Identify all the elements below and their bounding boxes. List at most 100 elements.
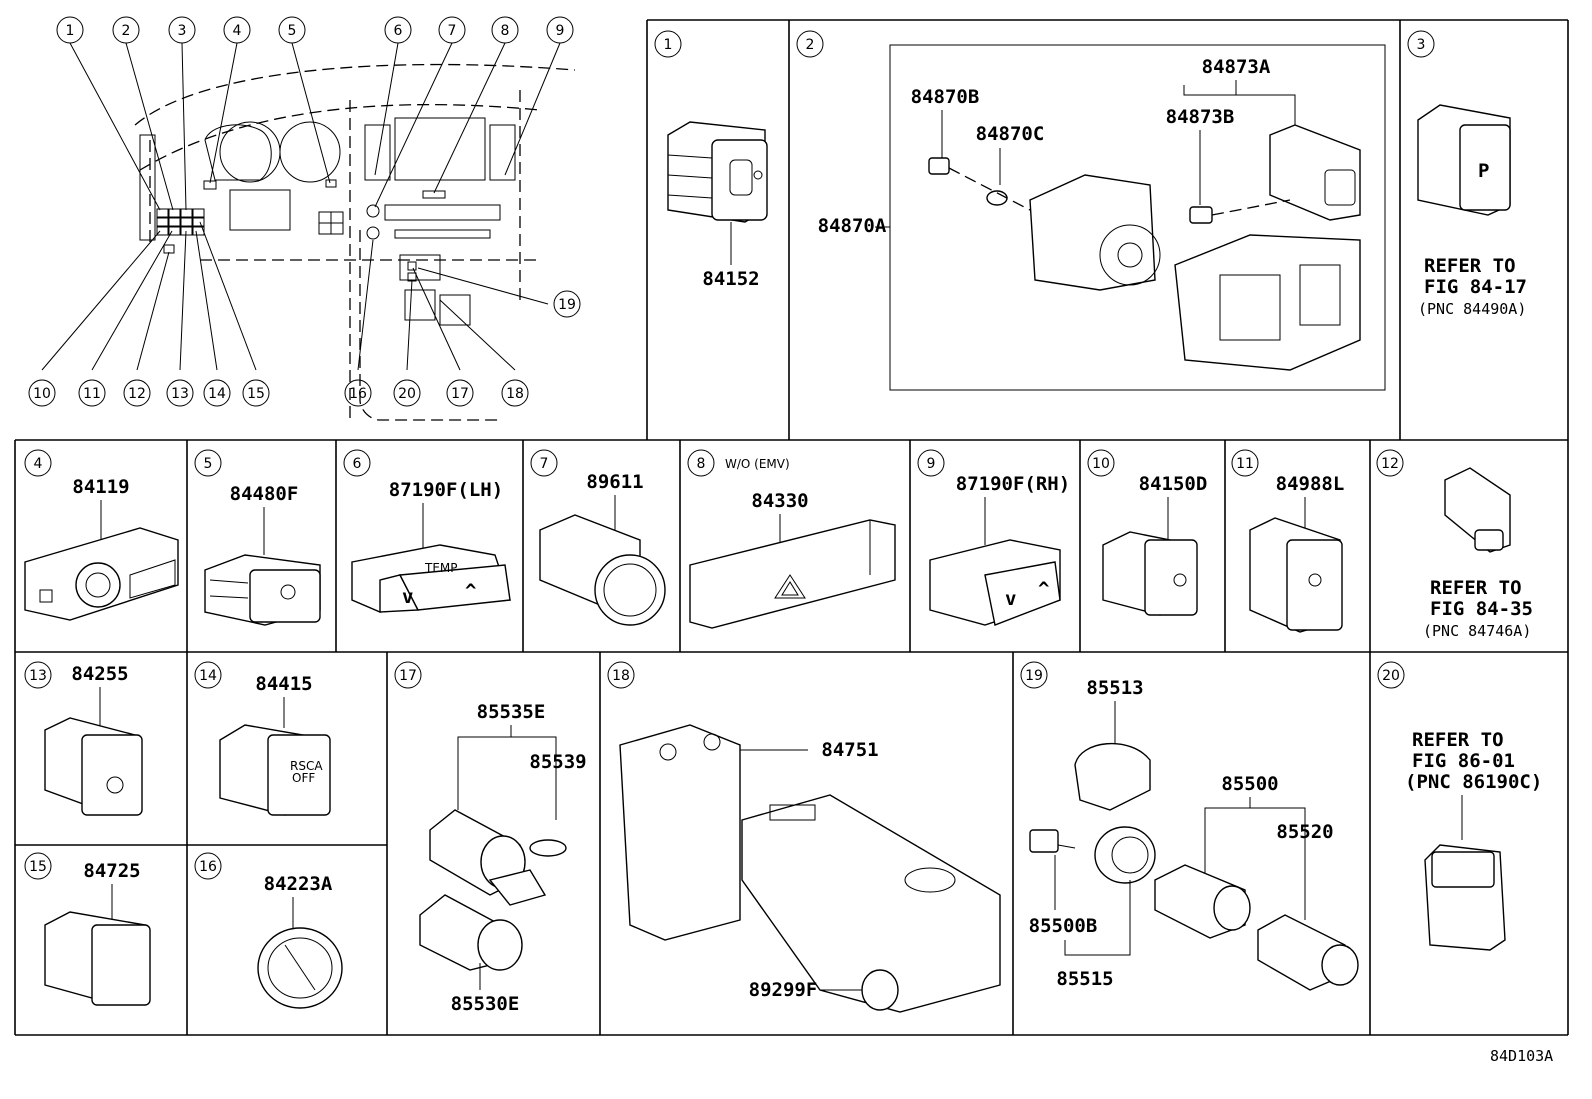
svg-text:5: 5 (288, 23, 297, 39)
callout-10 (28, 379, 56, 407)
callout-14 (203, 379, 231, 407)
svg-text:12: 12 (128, 386, 146, 402)
callout-15 (242, 379, 270, 407)
cell-4: 4 84119 (24, 449, 179, 621)
svg-text:84873B: 84873B (1166, 106, 1235, 128)
svg-text:15: 15 (247, 386, 265, 402)
grid-lines (14, 19, 1569, 1036)
svg-text:84725: 84725 (83, 860, 140, 882)
svg-text:87190F(LH): 87190F(LH) (389, 479, 503, 501)
cell-1: 1 84152 (654, 30, 768, 290)
svg-text:(PNC 84490A): (PNC 84490A) (1418, 300, 1526, 318)
svg-text:8: 8 (501, 23, 510, 39)
svg-text:89299F: 89299F (749, 979, 818, 1001)
svg-text:84870A: 84870A (818, 215, 887, 237)
svg-text:13: 13 (29, 668, 47, 684)
svg-text:W/O (EMV): W/O (EMV) (725, 457, 790, 471)
svg-text:FIG 84-35: FIG 84-35 (1430, 598, 1533, 620)
cell-11: 11 84988L (1231, 449, 1345, 633)
svg-text:84988L: 84988L (1276, 473, 1345, 495)
svg-text:84119: 84119 (72, 476, 129, 498)
svg-text:16: 16 (199, 859, 217, 875)
cell-15: 15 84725 (24, 852, 151, 1006)
svg-text:17: 17 (451, 386, 469, 402)
svg-text:12: 12 (1381, 456, 1399, 472)
svg-text:9: 9 (927, 456, 936, 472)
svg-text:3: 3 (1417, 37, 1426, 53)
svg-text:19: 19 (1025, 668, 1043, 684)
svg-text:11: 11 (83, 386, 101, 402)
svg-text:84330: 84330 (751, 490, 808, 512)
svg-text:89611: 89611 (586, 471, 643, 493)
callout-16 (344, 379, 372, 407)
cell-14: 14 84415 RSCA OFF (194, 661, 331, 816)
part-number: 84152 (702, 268, 759, 290)
svg-text:84415: 84415 (255, 673, 312, 695)
svg-text:16: 16 (349, 386, 367, 402)
cell-20: 20 REFER TO FIG 86-01 (PNC 86190C) (1377, 661, 1542, 951)
svg-text:10: 10 (1092, 456, 1110, 472)
svg-text:18: 18 (612, 668, 630, 684)
svg-text:85530E: 85530E (451, 993, 520, 1015)
svg-text:TEMP: TEMP (424, 561, 458, 575)
callout-9 (546, 16, 574, 44)
overview-callouts-top: 1 2 3 4 5 6 7 8 9 (56, 16, 574, 44)
cell-10: 10 84150D (1087, 449, 1208, 616)
svg-text:84870B: 84870B (911, 86, 980, 108)
svg-text:20: 20 (1382, 668, 1400, 684)
svg-text:RSCA: RSCA (290, 759, 323, 773)
overview-leaders (41, 42, 561, 371)
svg-text:9: 9 (556, 23, 565, 39)
callout-17 (446, 379, 474, 407)
svg-text:19: 19 (558, 297, 576, 313)
overview-callouts-bottom: 10 11 12 13 14 15 16 20 17 18 19 (28, 290, 581, 407)
svg-text:84480F: 84480F (230, 483, 299, 505)
svg-text:85500B: 85500B (1029, 915, 1098, 937)
callout-1 (56, 16, 84, 44)
svg-text:(PNC 86190C): (PNC 86190C) (1405, 771, 1542, 793)
svg-text:17: 17 (399, 668, 417, 684)
svg-text:FIG 86-01: FIG 86-01 (1412, 750, 1515, 772)
callout-7 (438, 16, 466, 44)
svg-text:5: 5 (204, 456, 213, 472)
svg-text:18: 18 (506, 386, 524, 402)
svg-text:OFF: OFF (292, 771, 315, 785)
cell-5: 5 84480F (194, 449, 321, 626)
svg-text:14: 14 (208, 386, 226, 402)
cell-12: 12 REFER TO FIG 84-35 (PNC 84746A) (1376, 449, 1533, 640)
svg-text:85513: 85513 (1086, 677, 1143, 699)
callout-4 (223, 16, 251, 44)
callout-19 (553, 290, 581, 318)
callout-18 (501, 379, 529, 407)
cell-2: 2 84870B 84870C 84873A 84873B 84870A (796, 30, 1386, 391)
cell-16: 16 84223A (194, 852, 343, 1009)
cell-17: 17 85535E 85539 85530E (394, 661, 587, 1015)
svg-text:13: 13 (171, 386, 189, 402)
svg-text:84873A: 84873A (1202, 56, 1271, 78)
cell-13: 13 84255 (24, 661, 143, 816)
svg-text:84223A: 84223A (264, 873, 333, 895)
svg-text:(PNC 84746A): (PNC 84746A) (1423, 622, 1531, 640)
svg-text:^: ^ (1038, 578, 1049, 600)
svg-text:FIG 84-17: FIG 84-17 (1424, 276, 1527, 298)
dashboard-overview (134, 63, 576, 421)
cell-9: 9 87190F(RH) v ^ (917, 449, 1070, 626)
svg-text:v: v (1005, 588, 1016, 610)
svg-text:1: 1 (664, 37, 673, 53)
cell-18: 18 84751 89299F (607, 661, 1001, 1013)
figure-code: 84D103A (1490, 1047, 1553, 1065)
svg-text:84150D: 84150D (1139, 473, 1208, 495)
callout-11 (78, 379, 106, 407)
switch-84152-drawing (667, 121, 768, 223)
svg-text:4: 4 (233, 23, 242, 39)
svg-text:85520: 85520 (1276, 821, 1333, 843)
callout-5 (278, 16, 306, 44)
callout-3 (168, 16, 196, 44)
svg-text:15: 15 (29, 859, 47, 875)
svg-text:8: 8 (697, 456, 706, 472)
svg-text:3: 3 (178, 23, 187, 39)
svg-text:84751: 84751 (821, 739, 878, 761)
svg-text:P: P (1478, 160, 1489, 182)
callout-2 (112, 16, 140, 44)
